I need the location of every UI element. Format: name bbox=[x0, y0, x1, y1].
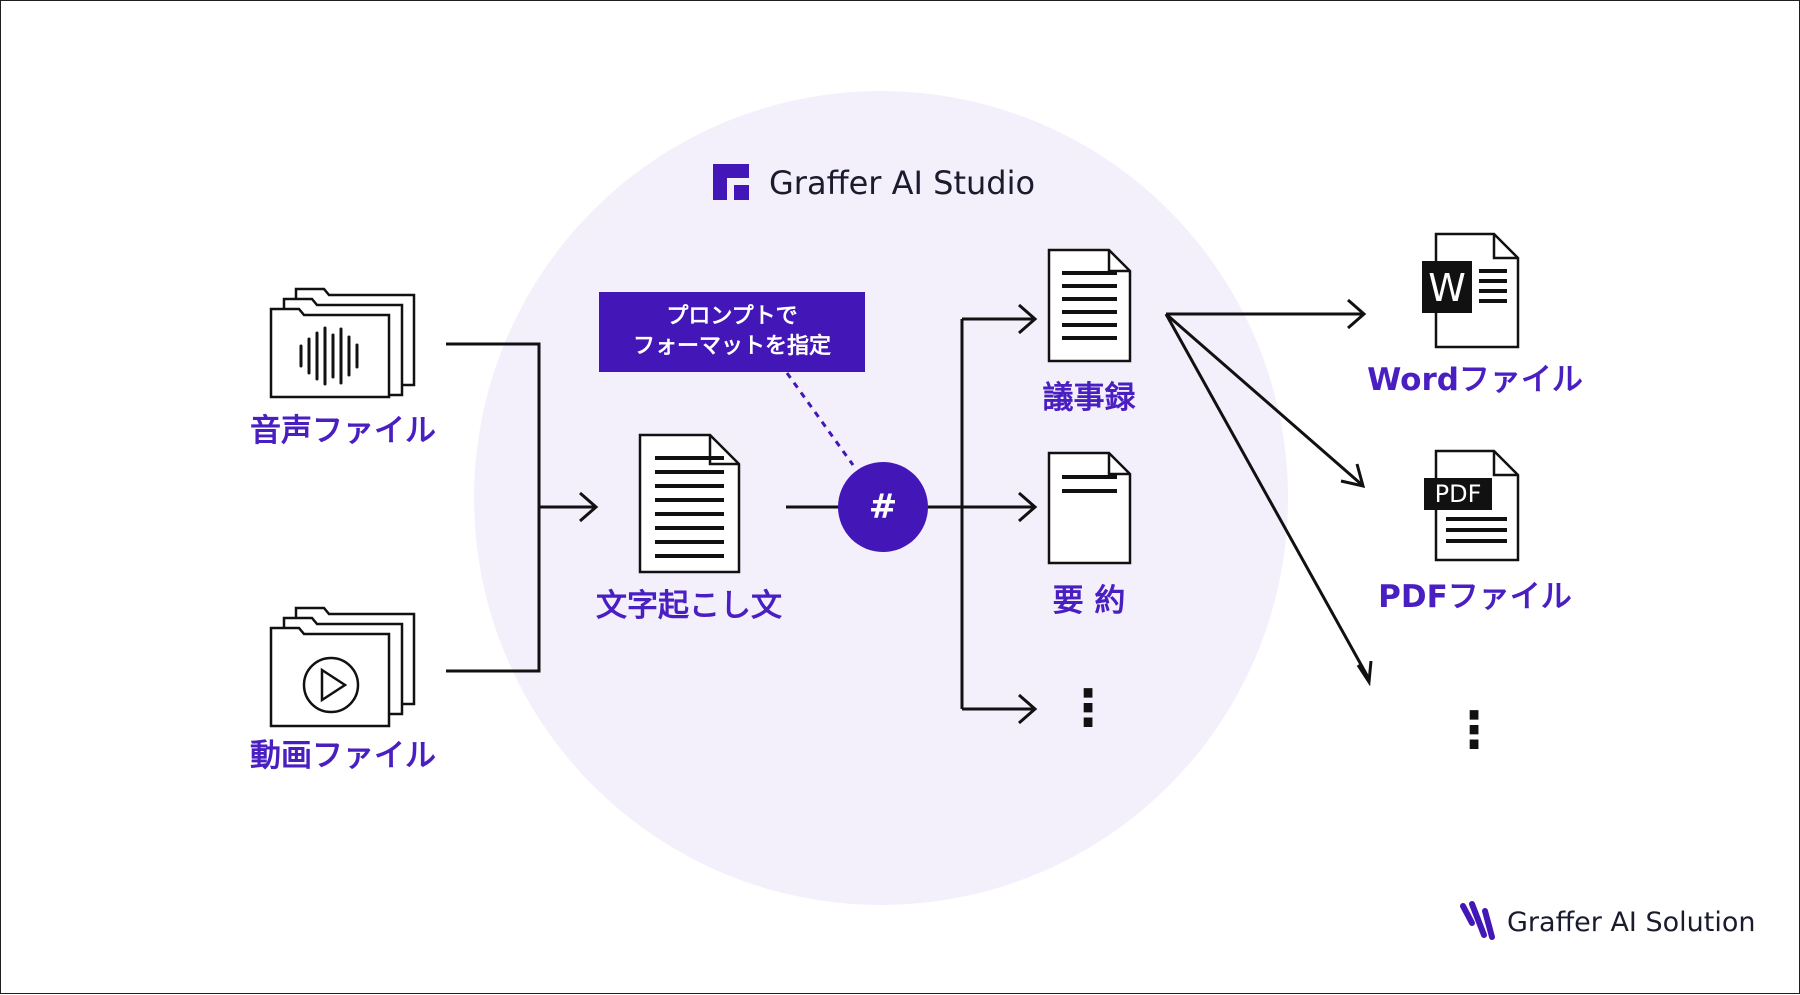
audio-folder-icon bbox=[269, 287, 416, 399]
format-node-symbol: # bbox=[868, 487, 898, 527]
summary-document-icon bbox=[1047, 451, 1132, 565]
solution-logo-icon bbox=[1460, 901, 1495, 940]
minutes-document-icon bbox=[1047, 248, 1132, 363]
studio-brand-name: Graffer AI Studio bbox=[769, 164, 1036, 202]
more-files-ellipsis: ⋮ bbox=[1449, 701, 1499, 759]
audio-file-label: 音声ファイル bbox=[250, 413, 436, 449]
video-folder-icon bbox=[269, 606, 416, 728]
format-node bbox=[838, 462, 928, 552]
minutes-label: 議事録 bbox=[1042, 380, 1136, 416]
pdf-file-label: PDFファイル bbox=[1378, 579, 1572, 615]
prompt-note-line1: プロンプトで bbox=[666, 304, 798, 329]
summary-label: 要 約 bbox=[1052, 583, 1126, 619]
solution-brand-name: Graffer AI Solution bbox=[1507, 907, 1756, 938]
connector-lines bbox=[446, 298, 1373, 725]
video-file-label: 動画ファイル bbox=[250, 738, 436, 774]
prompt-note: プロンプトで フォーマットを指定 bbox=[599, 292, 865, 372]
studio-logo-icon bbox=[713, 164, 749, 200]
transcript-label: 文字起こし文 bbox=[596, 588, 782, 624]
word-file-badge: W bbox=[1428, 266, 1466, 310]
word-file-icon bbox=[1422, 232, 1520, 349]
word-file-label: Wordファイル bbox=[1367, 362, 1583, 398]
prompt-note-line2: フォーマットを指定 bbox=[632, 334, 831, 359]
pdf-file-badge: PDF bbox=[1434, 480, 1482, 508]
more-outputs-ellipsis: ⋮ bbox=[1063, 679, 1113, 737]
pdf-file-icon bbox=[1424, 449, 1520, 562]
transcript-document-icon bbox=[638, 433, 741, 574]
